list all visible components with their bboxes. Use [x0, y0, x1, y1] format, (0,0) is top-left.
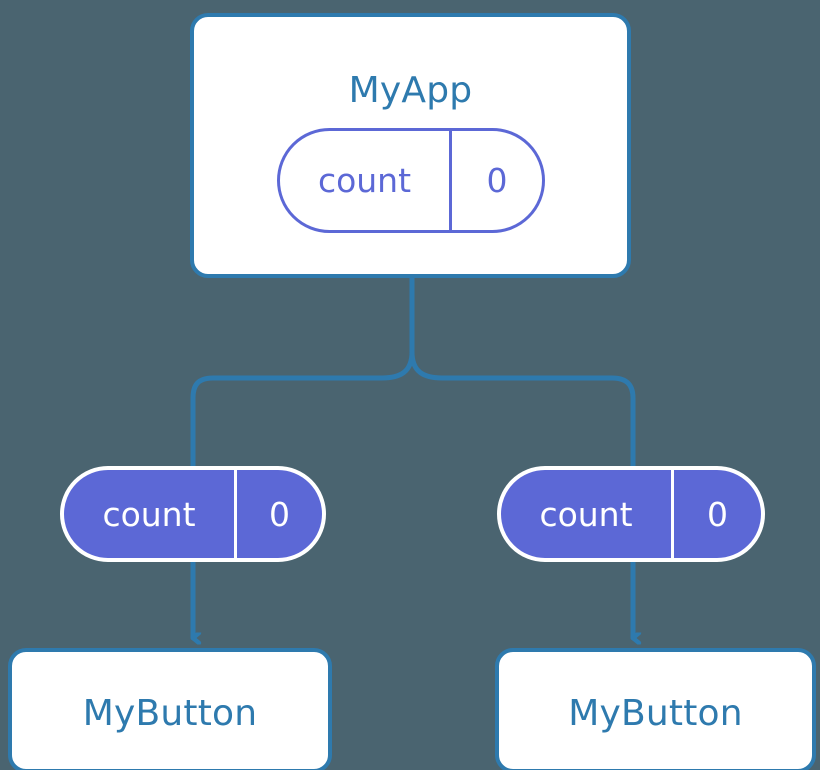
props-pill-right[interactable]: count 0: [497, 466, 765, 562]
component-title-myapp: MyApp: [348, 70, 473, 111]
component-box-mybutton-left[interactable]: MyButton: [8, 648, 332, 770]
connector-branch-left: [190, 349, 415, 469]
component-title-mybutton: MyButton: [568, 693, 743, 734]
connector-branch-right: [409, 349, 636, 469]
component-title-mybutton: MyButton: [82, 693, 258, 734]
state-pill-myapp[interactable]: count 0: [277, 128, 545, 233]
props-pill-value: 0: [671, 470, 761, 558]
component-box-mybutton-right[interactable]: MyButton: [495, 648, 816, 770]
state-pill-value: 0: [449, 131, 542, 230]
state-pill-key: count: [317, 161, 412, 200]
props-pill-key: count: [539, 494, 633, 534]
props-pill-key: count: [102, 494, 196, 534]
props-pill-value: 0: [234, 470, 322, 558]
props-pill-left[interactable]: count 0: [60, 466, 326, 562]
